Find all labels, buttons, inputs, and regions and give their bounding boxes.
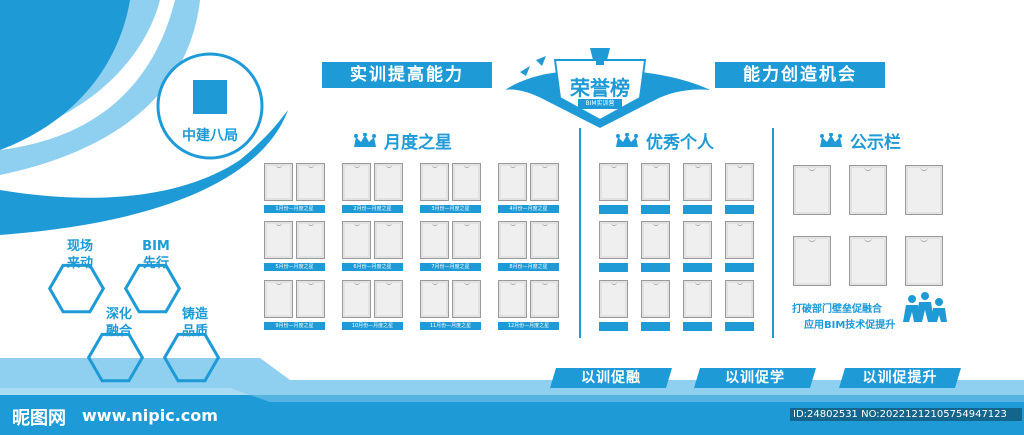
notice-frame (793, 236, 831, 286)
hex-label-4: 铸造品质 (181, 307, 208, 339)
month-caption: 2月份—月度之星 (342, 205, 403, 213)
photo-frame (683, 163, 712, 201)
photo-frame (420, 163, 449, 201)
watermark-id: ID:24802531 NO:20221212105754947123 (790, 408, 1022, 421)
hex-label-1: 现场来动 (66, 239, 93, 271)
section-monthly-star: 月度之星 (352, 128, 452, 153)
photo-frame (599, 163, 628, 201)
photo-frame (452, 221, 481, 259)
photo-frame (296, 221, 325, 259)
photo-frame (683, 280, 712, 318)
name-bar (599, 322, 628, 331)
photo-frame (498, 163, 527, 201)
photo-frame (498, 280, 527, 318)
month-caption: 1月份—月度之星 (264, 205, 325, 213)
photo-frame (296, 280, 325, 318)
month-caption: 8月份—月度之星 (498, 263, 559, 271)
hex-label-3: 深化融合 (105, 307, 132, 339)
honor-title: 荣誉榜 (570, 76, 630, 100)
month-caption: 6月份—月度之星 (342, 263, 403, 271)
photo-frame (342, 221, 371, 259)
photo-frame (725, 280, 754, 318)
photo-frame (342, 163, 371, 201)
month-caption: 9月份—月度之星 (264, 322, 325, 330)
crown-icon (820, 132, 842, 147)
month-caption: 12月份—月度之星 (498, 322, 559, 330)
company-logo-square (193, 80, 227, 114)
month-caption: 5月份—月度之星 (264, 263, 325, 271)
photo-frame (452, 163, 481, 201)
month-caption: 3月份—月度之星 (420, 205, 481, 213)
name-bar (683, 205, 712, 214)
name-bar (725, 322, 754, 331)
company-name: 中建八局 (182, 128, 238, 144)
month-caption: 11月份—月度之星 (420, 322, 481, 330)
month-caption: 4月份—月度之星 (498, 205, 559, 213)
divider-2 (772, 128, 774, 338)
section-notice: 公示栏 (818, 128, 901, 153)
notice-frame (793, 165, 831, 215)
photo-frame (641, 221, 670, 259)
month-caption: 7月份—月度之星 (420, 263, 481, 271)
photo-frame (641, 163, 670, 201)
notice-text-1: 打破部门壁垒促融合 (792, 304, 882, 315)
section-excellent: 优秀个人 (614, 128, 714, 153)
honor-subtitle: BIM实训营 (578, 99, 622, 109)
photo-frame (264, 221, 293, 259)
crown-icon (354, 132, 376, 147)
crown-icon (616, 132, 638, 147)
name-bar (641, 205, 670, 214)
banner-left: 实训提高能力 (322, 62, 492, 88)
name-bar (641, 263, 670, 272)
notice-frame (905, 236, 943, 286)
photo-frame (296, 163, 325, 201)
name-bar (683, 263, 712, 272)
banner-right: 能力创造机会 (715, 62, 885, 88)
photo-frame (452, 280, 481, 318)
photo-frame (599, 221, 628, 259)
photo-frame (374, 280, 403, 318)
notice-text-2: 应用BIM技术促提升 (804, 320, 896, 331)
photo-frame (530, 280, 559, 318)
photo-frame (599, 280, 628, 318)
photo-frame (264, 280, 293, 318)
photo-frame (498, 221, 527, 259)
notice-frame (849, 236, 887, 286)
photo-frame (530, 163, 559, 201)
name-bar (599, 205, 628, 214)
notice-frame (905, 165, 943, 215)
photo-frame (420, 221, 449, 259)
watermark-url: www.nipic.com (82, 406, 218, 425)
name-bar (725, 263, 754, 272)
photo-frame (374, 221, 403, 259)
name-bar (599, 263, 628, 272)
slogan-3: 以训促提升 (862, 370, 938, 386)
photo-frame (264, 163, 293, 201)
photo-frame (530, 221, 559, 259)
notice-frame (849, 165, 887, 215)
photo-frame (342, 280, 371, 318)
divider-1 (579, 128, 581, 338)
photo-frame (683, 221, 712, 259)
photo-frame (420, 280, 449, 318)
name-bar (683, 322, 712, 331)
photo-frame (725, 163, 754, 201)
photo-frame (725, 221, 754, 259)
photo-frame (641, 280, 670, 318)
slogan-2: 以训促学 (725, 370, 785, 386)
month-caption: 10月份—月度之星 (342, 322, 403, 330)
watermark-logo: 昵图网 (12, 408, 66, 429)
name-bar (641, 322, 670, 331)
name-bar (725, 205, 754, 214)
photo-frame (374, 163, 403, 201)
slogan-1: 以训促融 (581, 370, 641, 386)
